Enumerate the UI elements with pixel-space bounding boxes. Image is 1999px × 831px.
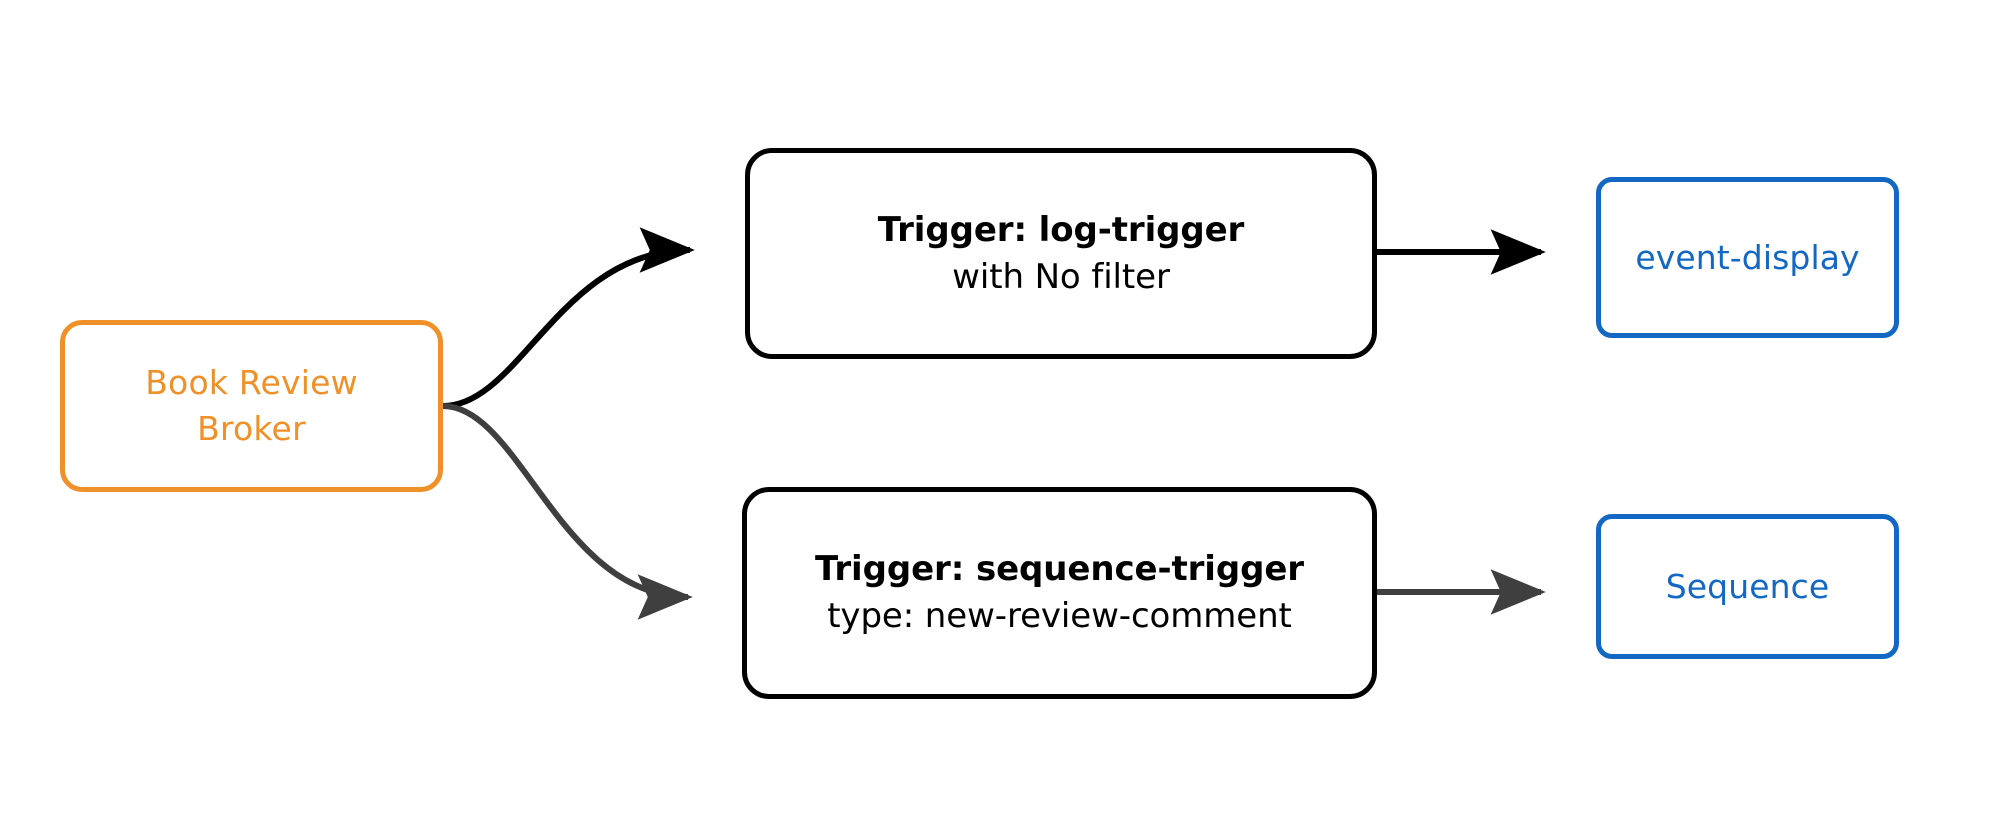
broker-label-line1: Book Review: [145, 363, 358, 402]
node-log-trigger[interactable]: Trigger: log-trigger with No filter: [745, 148, 1377, 359]
node-book-review-broker[interactable]: Book Review Broker: [60, 320, 443, 492]
node-event-display[interactable]: event-display: [1596, 177, 1899, 338]
node-sequence-sink[interactable]: Sequence: [1596, 514, 1899, 659]
log-trigger-title: Trigger: log-trigger: [877, 209, 1245, 250]
edge-broker-to-sequence-trigger: [442, 403, 693, 620]
sequence-trigger-subtitle: type: new-review-comment: [827, 596, 1292, 636]
sequence-sink-label: Sequence: [1665, 566, 1830, 606]
node-sequence-trigger[interactable]: Trigger: sequence-trigger type: new-revi…: [742, 487, 1377, 699]
broker-label-line2: Broker: [197, 409, 306, 448]
edge-broker-to-log-trigger: [442, 227, 695, 409]
event-display-label: event-display: [1635, 237, 1860, 277]
log-trigger-subtitle: with No filter: [952, 256, 1170, 297]
sequence-trigger-title: Trigger: sequence-trigger: [815, 549, 1304, 589]
